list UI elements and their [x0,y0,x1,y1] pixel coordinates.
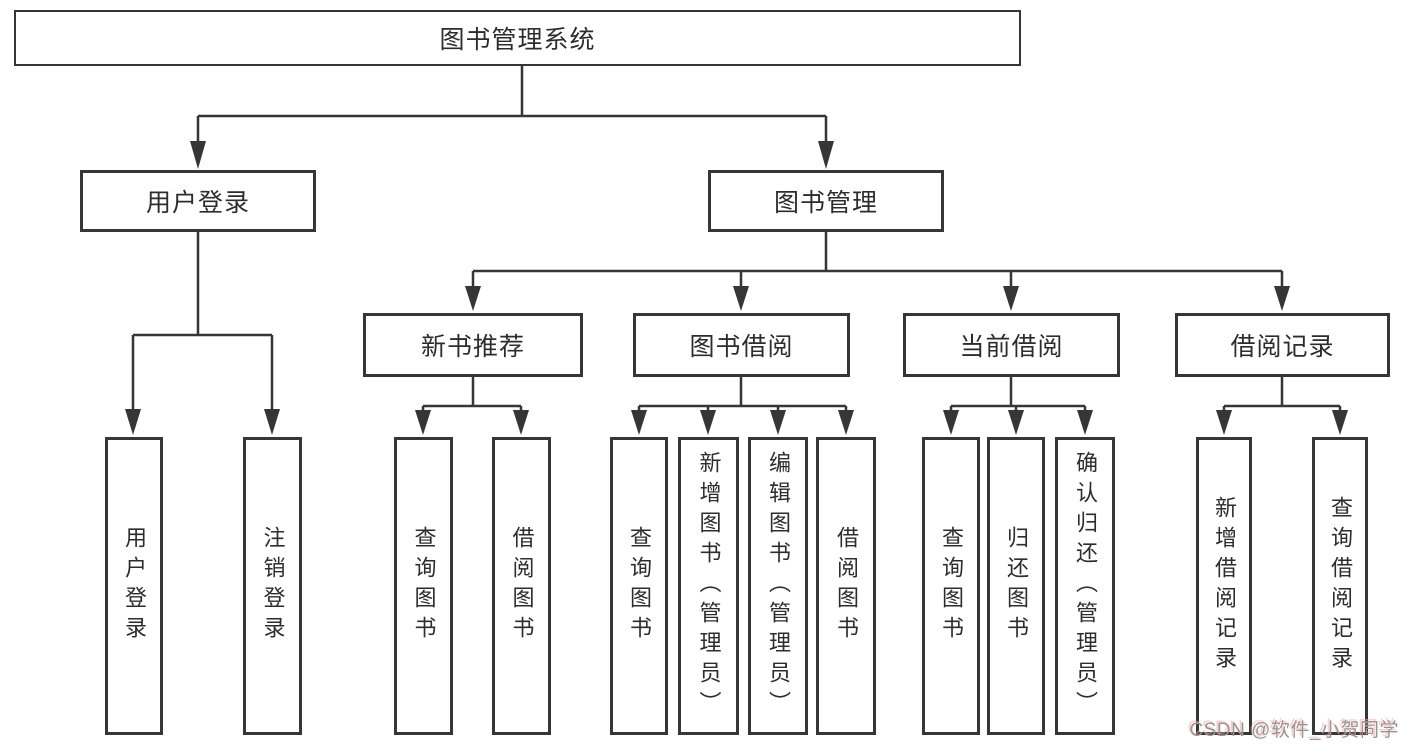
node-label: 查询图书 [627,526,652,646]
node-label: 查询借阅记录 [1328,496,1353,676]
node-label: 编辑图书（管理员） [766,451,791,721]
leaf-bb-query-books: 查询图书 [610,437,668,735]
node-current-borrowing: 当前借阅 [903,313,1120,377]
node-book-borrowing: 图书借阅 [633,313,850,377]
leaf-br-query-borrow-record: 查询借阅记录 [1312,437,1368,735]
node-label: 归还图书 [1004,526,1029,646]
node-book-management: 图书管理 [708,170,944,232]
node-label: 图书借阅 [689,333,794,361]
leaf-cb-return-books: 归还图书 [987,437,1045,735]
leaf-nbr-borrow-books: 借阅图书 [492,437,551,735]
leaf-nbr-query-books: 查询图书 [394,437,453,735]
node-label: 注销登录 [260,526,286,646]
node-label: 新书推荐 [420,333,525,361]
leaf-bb-edit-books-admin: 编辑图书（管理员） [748,437,808,735]
csdn-watermark: CSDN @软件_小贺同学 [1189,720,1399,741]
node-label: 新增图书（管理员） [696,451,722,721]
leaf-bb-add-books-admin: 新增图书（管理员） [678,437,739,735]
node-label: 用户登录 [145,189,250,217]
node-label: 图书管理系统 [439,26,596,54]
node-label: 借阅记录 [1230,333,1335,361]
node-label: 借阅图书 [834,526,859,646]
node-user-login: 用户登录 [80,170,316,232]
node-label: 用户登录 [122,526,147,646]
node-label: 借阅图书 [509,526,535,646]
node-label: 查询图书 [411,526,437,646]
leaf-cb-confirm-return-admin: 确认归还（管理员） [1055,437,1115,735]
leaf-user-login: 用户登录 [105,437,163,735]
leaf-cb-query-books: 查询图书 [922,437,980,735]
node-label: 查询图书 [939,526,964,646]
leaf-bb-borrow-books: 借阅图书 [816,437,876,735]
leaf-br-add-borrow-record: 新增借阅记录 [1196,437,1252,735]
node-label: 当前借阅 [959,333,1064,361]
node-label: 确认归还（管理员） [1073,451,1098,721]
node-library-management-system: 图书管理系统 [14,10,1021,66]
node-new-book-recommendation: 新书推荐 [363,313,583,377]
node-borrowing-records: 借阅记录 [1175,313,1390,377]
leaf-logout-login: 注销登录 [243,437,302,735]
node-label: 新增借阅记录 [1212,496,1237,676]
node-label: 图书管理 [773,189,878,217]
